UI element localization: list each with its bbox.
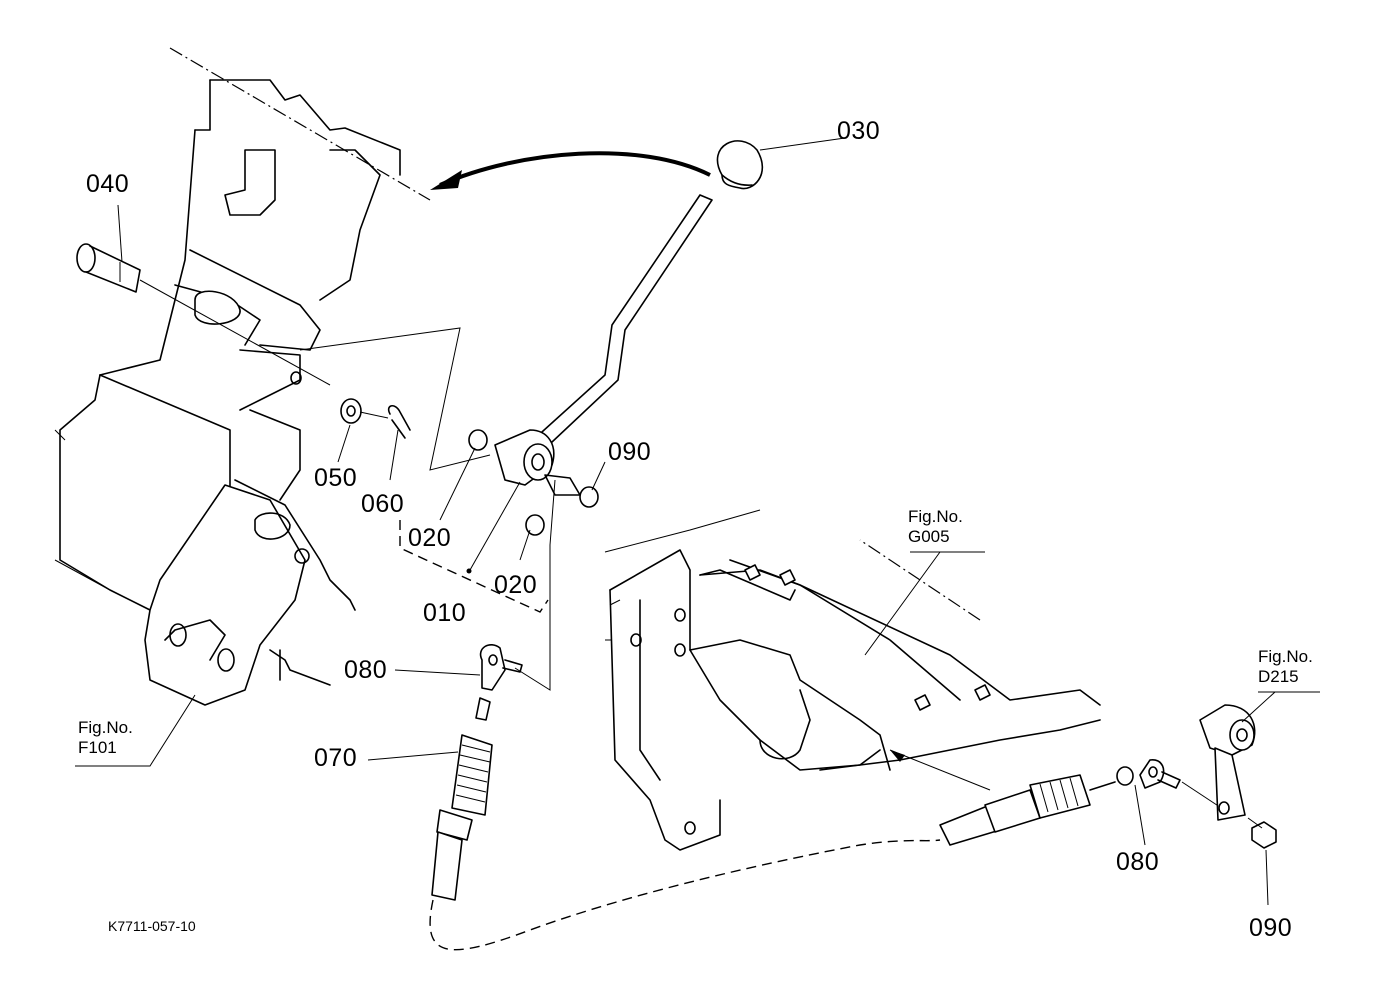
part-label-060[interactable]: 060 [361,490,405,518]
figure-ref-d215-label: Fig.No. [1258,647,1313,666]
cotter-pin-060 [387,405,411,439]
left-frame-assembly [54,47,431,706]
rod-end-080-left [479,644,523,691]
lever-knob-030 [716,140,764,190]
part-label-050[interactable]: 050 [314,464,358,492]
figure-ref-f101-label: Fig.No. [78,718,133,737]
part-label-030[interactable]: 030 [837,117,881,145]
part-label-090-upper[interactable]: 090 [608,438,652,466]
part-label-020-upper[interactable]: 020 [408,524,452,552]
washer-050 [340,398,362,424]
part-label-020-lower[interactable]: 020 [494,571,538,599]
figure-ref-f101[interactable]: Fig.No. F101 [78,718,133,759]
figure-ref-d215-number: D215 [1258,667,1299,687]
figure-ref-d215[interactable]: Fig.No. D215 [1258,647,1313,688]
nut-090-right [1247,817,1277,849]
figure-ref-g005-number: G005 [908,527,950,547]
lever-arm-d215 [1199,704,1256,821]
part-label-010[interactable]: 010 [423,599,467,627]
drawing-code: K7711-057-10 [108,918,196,934]
right-frame-assembly [604,509,1101,851]
figure-ref-g005[interactable]: Fig.No. G005 [908,507,963,548]
leader-lines [75,137,1320,906]
shift-lever-010 [468,194,713,536]
part-label-090-lower[interactable]: 090 [1249,914,1293,942]
part-label-080-left[interactable]: 080 [344,656,388,684]
part-label-040[interactable]: 040 [86,170,130,198]
figure-ref-g005-label: Fig.No. [908,507,963,526]
part-label-080-right[interactable]: 080 [1116,848,1160,876]
figure-ref-f101-number: F101 [78,738,117,758]
direction-arrow [430,151,711,190]
pin-040 [76,243,331,386]
shift-cable-070 [429,697,1134,951]
part-label-070[interactable]: 070 [314,744,358,772]
